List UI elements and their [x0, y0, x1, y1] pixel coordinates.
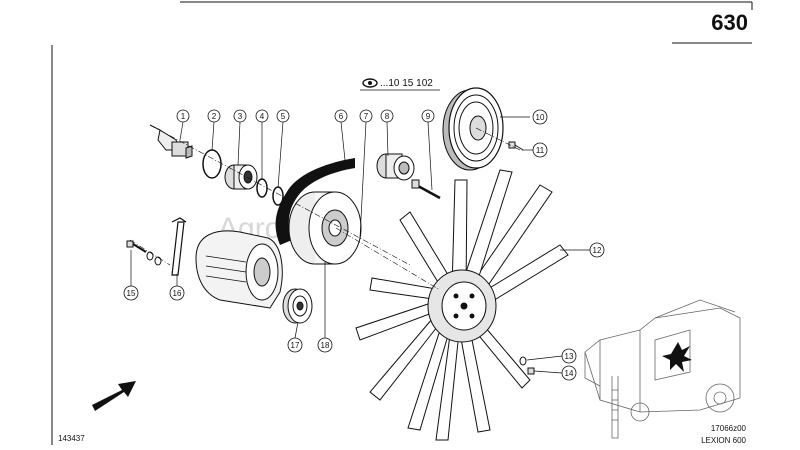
bolt-part-9 — [411, 179, 441, 200]
callout-label: 3 — [238, 112, 243, 121]
pulley-part-10 — [442, 87, 504, 171]
callout-label: 7 — [364, 112, 369, 121]
callout-label: 9 — [426, 112, 431, 121]
drawing-id: 143437 — [58, 434, 85, 443]
callout-10: 10 — [532, 109, 548, 125]
axis-lines — [129, 124, 521, 291]
callout-label: 1 — [181, 112, 186, 121]
fan-part-12 — [355, 169, 569, 441]
callout-16: 16 — [169, 285, 185, 301]
callout-label: 6 — [339, 112, 344, 121]
callout-13: 13 — [561, 348, 577, 364]
callout-4: 4 — [255, 109, 269, 123]
callout-label: 12 — [593, 246, 602, 255]
fitting-part-1 — [149, 124, 193, 159]
alternator — [195, 230, 283, 309]
callout-label: 13 — [565, 352, 574, 361]
page-number: 630 — [711, 10, 748, 35]
arrow-icon — [92, 381, 136, 411]
callout-11: 11 — [532, 142, 548, 158]
callout-3: 3 — [233, 109, 247, 123]
callout-12: 12 — [589, 242, 605, 258]
callout-15: 15 — [123, 285, 139, 301]
callout-label: 17 — [291, 341, 300, 350]
callout-label: 15 — [127, 289, 136, 298]
callout-label: 4 — [260, 112, 265, 121]
bearing-part-3 — [224, 164, 258, 190]
callout-label: 5 — [281, 112, 286, 121]
coupling-part-8 — [376, 153, 415, 181]
pulley-part-18 — [288, 191, 362, 265]
callout-17: 17 — [287, 337, 303, 353]
callout-6: 6 — [334, 109, 348, 123]
callout-5: 5 — [276, 109, 290, 123]
belt-part-6 — [275, 158, 355, 245]
leader-lines — [130, 116, 590, 374]
callout-18: 18 — [317, 337, 333, 353]
figure-code: 17066z00 — [711, 424, 747, 433]
bolt-part-15 — [126, 240, 162, 266]
callout-label: 14 — [565, 369, 574, 378]
callout-label: 16 — [173, 289, 182, 298]
circlip-part-4 — [256, 178, 268, 198]
bolt-part-14 — [527, 367, 535, 375]
callout-2: 2 — [207, 109, 221, 123]
callout-label: 11 — [536, 146, 545, 155]
combine-harvester-icon — [584, 299, 741, 439]
callout-label: 18 — [321, 341, 330, 350]
reference-text: ...10 15 102 — [380, 78, 433, 89]
pulley-part-17 — [282, 288, 313, 324]
callout-14: 14 — [561, 365, 577, 381]
bolt-part-11 — [508, 141, 524, 151]
callout-label: 10 — [536, 113, 545, 122]
callout-9: 9 — [421, 109, 435, 123]
fan-marker-icon — [662, 342, 692, 372]
washer-part-13 — [519, 356, 527, 366]
callout-7: 7 — [359, 109, 373, 123]
callout-1: 1 — [176, 109, 190, 123]
callout-8: 8 — [380, 109, 394, 123]
seal-ring-part-2 — [202, 149, 222, 179]
bracket-part-16 — [171, 217, 187, 276]
model-name: LEXION 600 — [701, 436, 746, 445]
callout-label: 2 — [212, 112, 217, 121]
callout-label: 8 — [385, 112, 390, 121]
eye-icon — [362, 78, 378, 88]
